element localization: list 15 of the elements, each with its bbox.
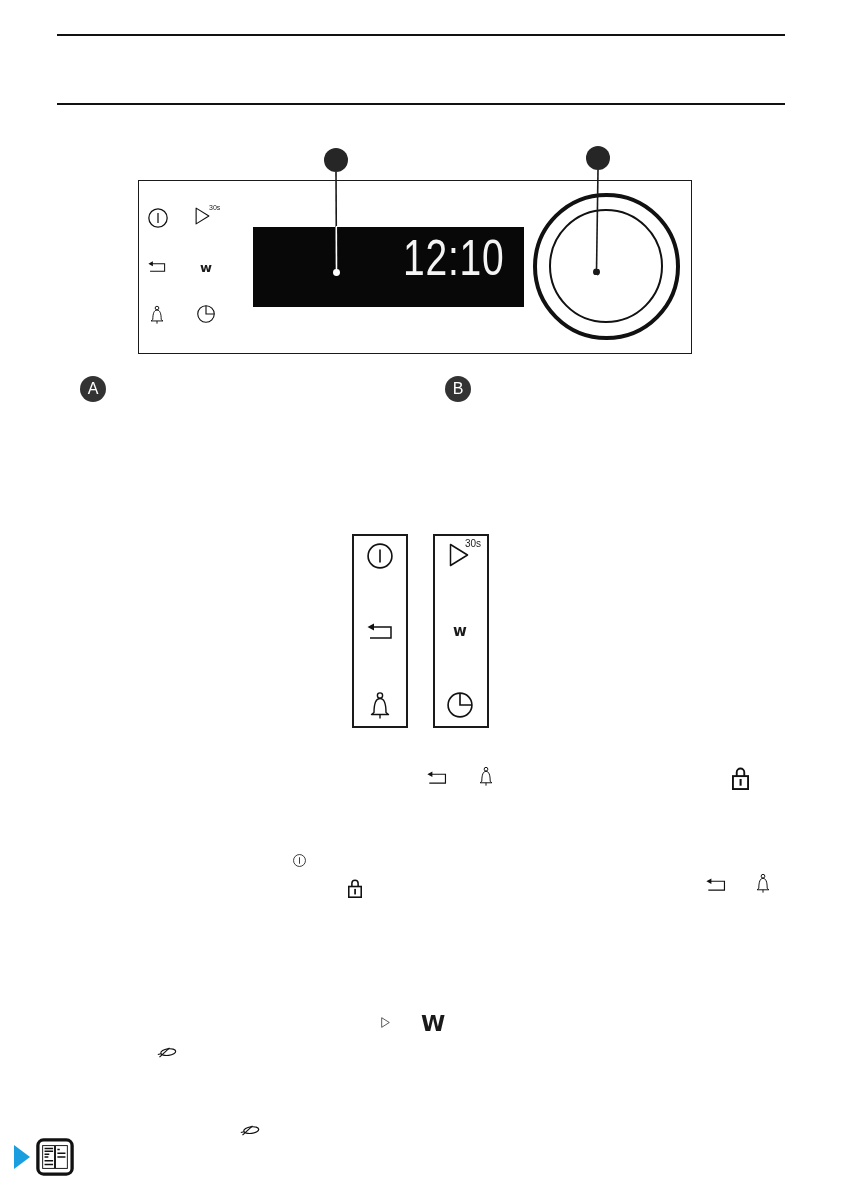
symbol-text: w (200, 261, 212, 274)
leader-line (333, 171, 340, 276)
control-panel (138, 180, 692, 354)
time-text: 30s (465, 539, 482, 549)
callout-marker (324, 148, 348, 172)
button-strip (433, 534, 489, 728)
clock-readout: 12:10 (402, 232, 504, 283)
symbol-text: W (421, 1013, 446, 1035)
callout-marker (586, 146, 610, 170)
leader-line (593, 169, 600, 276)
circled-letter: A (80, 376, 106, 402)
display-screen (252, 226, 524, 307)
symbol-text: w (453, 624, 467, 639)
circled-letter: B (445, 376, 471, 402)
button-strip (352, 534, 408, 728)
